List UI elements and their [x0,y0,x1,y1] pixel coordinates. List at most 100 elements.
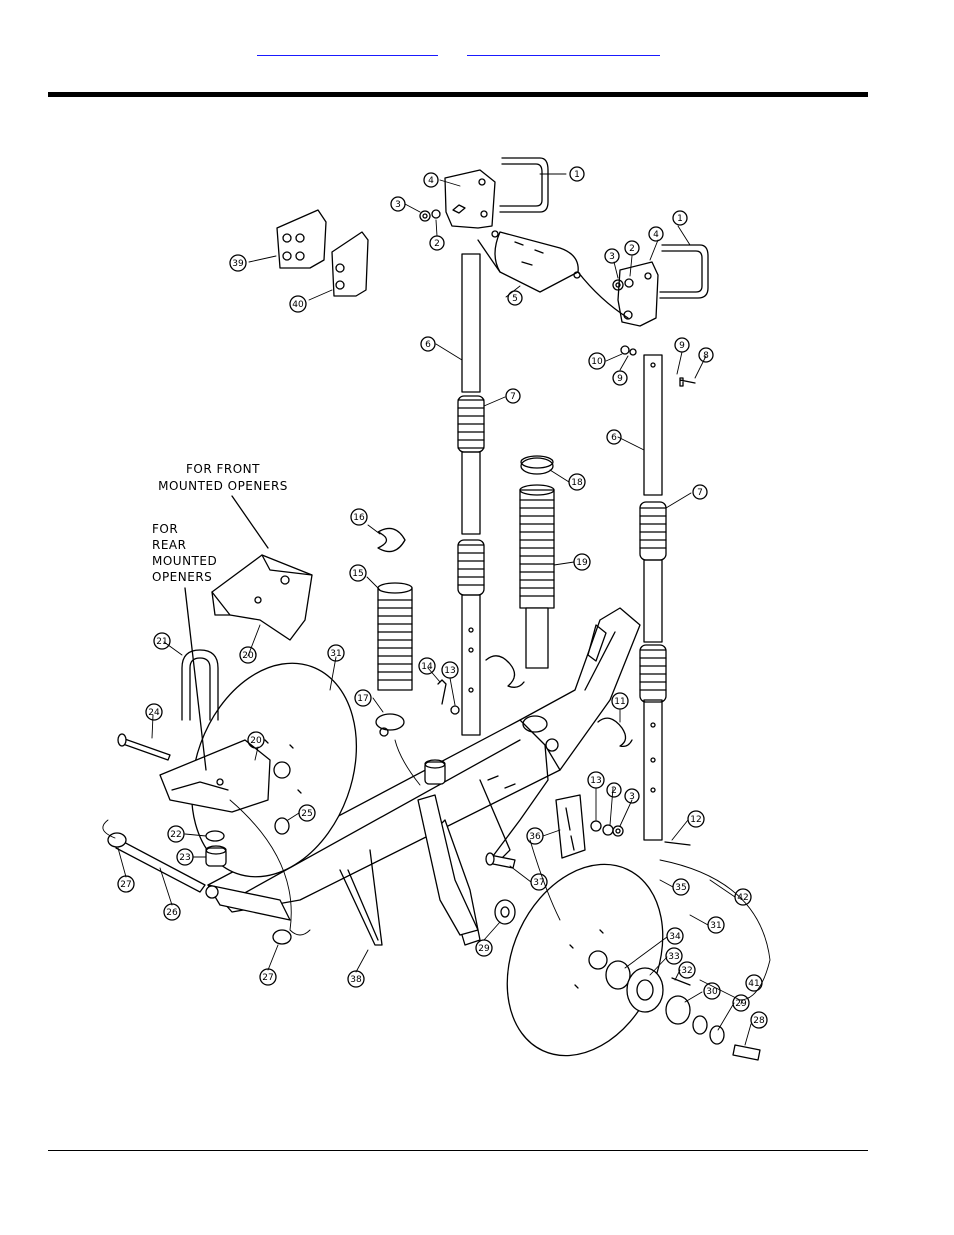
svg-text:2: 2 [434,239,440,249]
right-mount-bracket [617,261,659,327]
svg-text:7: 7 [697,488,703,498]
callout-14: 14 [418,657,436,675]
svg-text:16: 16 [353,513,365,523]
cotter-pin-14 [437,679,460,715]
svg-text:REAR: REAR [152,538,186,552]
svg-text:7: 7 [510,392,516,402]
callout-3: 3 [624,788,640,804]
svg-text:1: 1 [677,214,683,224]
svg-text:39: 39 [232,259,244,269]
callout-28: 28 [750,1011,768,1029]
callout-2: 2 [624,240,640,256]
svg-text:20: 20 [250,736,262,746]
bolt-37 [485,852,516,869]
svg-text:10: 10 [591,357,603,367]
svg-text:2: 2 [629,244,635,254]
svg-text:42: 42 [737,893,748,903]
callout-21: 21 [153,632,171,650]
callout-42: 42 [734,888,752,906]
svg-text:20: 20 [242,651,254,661]
callout-13: 13 [587,771,605,789]
callout-19: 19 [573,553,591,571]
svg-text:9: 9 [679,341,685,351]
callout-24: 24 [145,703,163,721]
spring-tube-19 [519,484,555,669]
callout-20: 20 [247,731,265,749]
spring-rod-right [643,354,663,841]
callout-40: 40 [289,295,307,313]
header-link-left[interactable] [257,43,438,56]
callout-12: 12 [687,810,705,828]
svg-text:3: 3 [629,792,635,802]
callout-33: 33 [665,947,683,965]
svg-text:40: 40 [292,300,304,310]
callout-3: 3 [390,196,406,212]
spring-coil-left-lower [457,539,485,596]
spring-coil-right-upper [639,501,667,561]
svg-text:25: 25 [301,809,312,819]
header-link-right[interactable] [467,43,660,56]
callout-37: 37 [530,873,548,891]
svg-text:3: 3 [609,252,615,262]
svg-text:14: 14 [421,662,433,672]
nut-washer-set-upper [419,209,696,387]
svg-text:31: 31 [330,649,341,659]
callout-26: 26 [163,903,181,921]
callout-5: 5 [507,290,523,306]
left-mount-bracket [444,169,496,229]
callout-10: 10 [588,352,606,370]
assembly-lines [102,739,771,1001]
callout-31: 31 [707,916,725,934]
callout-23: 23 [176,848,194,866]
svg-text:19: 19 [576,558,588,568]
callout-27: 27 [259,968,277,986]
svg-text:2: 2 [611,786,617,796]
svg-text:MOUNTED: MOUNTED [152,554,217,568]
callout-39: 39 [229,254,247,272]
svg-text:OPENERS: OPENERS [152,570,212,584]
svg-text:21: 21 [156,637,167,647]
callout-4: 4 [648,226,664,242]
svg-text:4: 4 [428,176,434,186]
svg-text:3: 3 [395,200,401,210]
footer-rule [48,1150,868,1151]
callout-4: 4 [423,172,439,188]
svg-text:22: 22 [170,830,181,840]
header-rule [48,92,868,97]
scraper-38 [339,849,383,946]
callout-6: 6 [606,429,622,445]
spring-tube-15 [377,582,413,691]
washers-13-2-3 [590,820,691,846]
callout-36: 36 [526,827,544,845]
callout-18: 18 [568,473,586,491]
svg-text:5: 5 [512,294,518,304]
svg-text:30: 30 [706,987,718,997]
svg-text:27: 27 [262,973,273,983]
spring-anchor-casting [477,230,629,319]
callout-8: 8 [698,347,714,363]
note-front-mounted: FOR FRONT MOUNTED OPENERS [158,462,287,549]
svg-text:35: 35 [675,883,686,893]
bushing-27 [107,832,292,945]
bolt-24 [117,733,171,761]
spring-clip [485,655,633,748]
depth-plate-36 [555,794,586,859]
svg-text:41: 41 [748,979,759,989]
callout-16: 16 [350,508,368,526]
svg-text:36: 36 [529,832,541,842]
callout-6: 6 [420,336,436,352]
svg-text:8: 8 [703,351,709,361]
callout-1: 1 [569,166,585,182]
callout-7: 7 [692,484,708,500]
callout-32: 32 [678,961,696,979]
ring-16 [377,527,406,553]
spring-rod-left [461,253,481,736]
svg-text:12: 12 [690,815,701,825]
svg-text:28: 28 [753,1016,765,1026]
svg-text:31: 31 [710,921,721,931]
callout-25: 25 [298,804,316,822]
clamp-17 [375,713,405,737]
callout-7: 7 [505,388,521,404]
svg-text:6: 6 [611,433,617,443]
